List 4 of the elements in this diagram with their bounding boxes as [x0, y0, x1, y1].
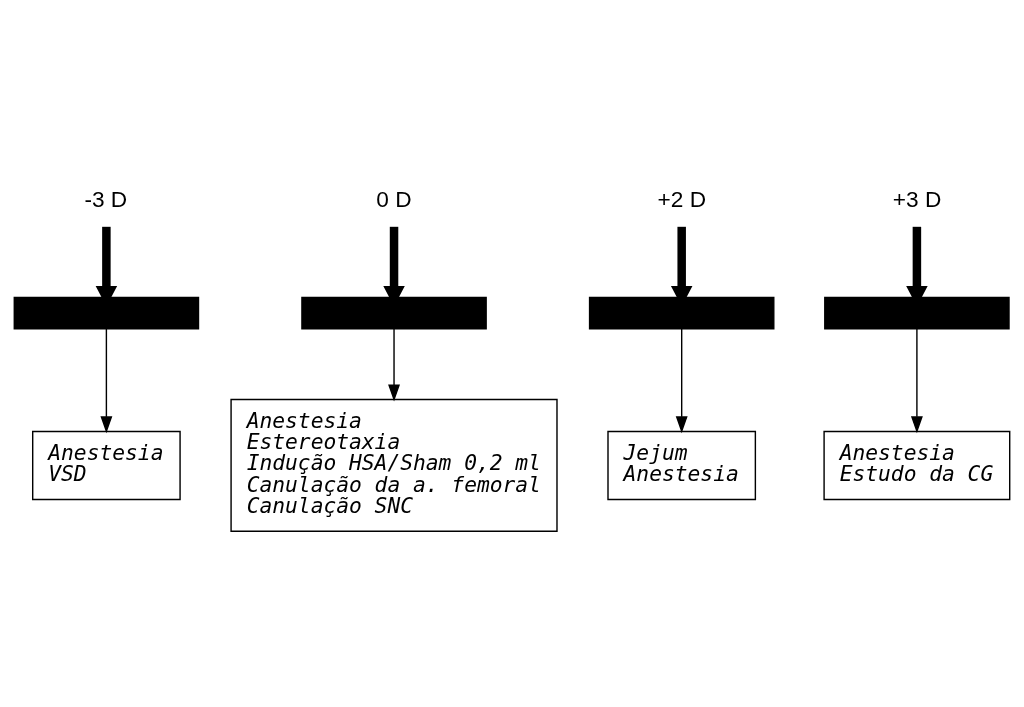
node-text: +3 D [892, 185, 942, 212]
node-text: 0 D [376, 185, 412, 212]
node-text: -3 D [84, 185, 128, 212]
node-text: +2 D [657, 185, 707, 212]
